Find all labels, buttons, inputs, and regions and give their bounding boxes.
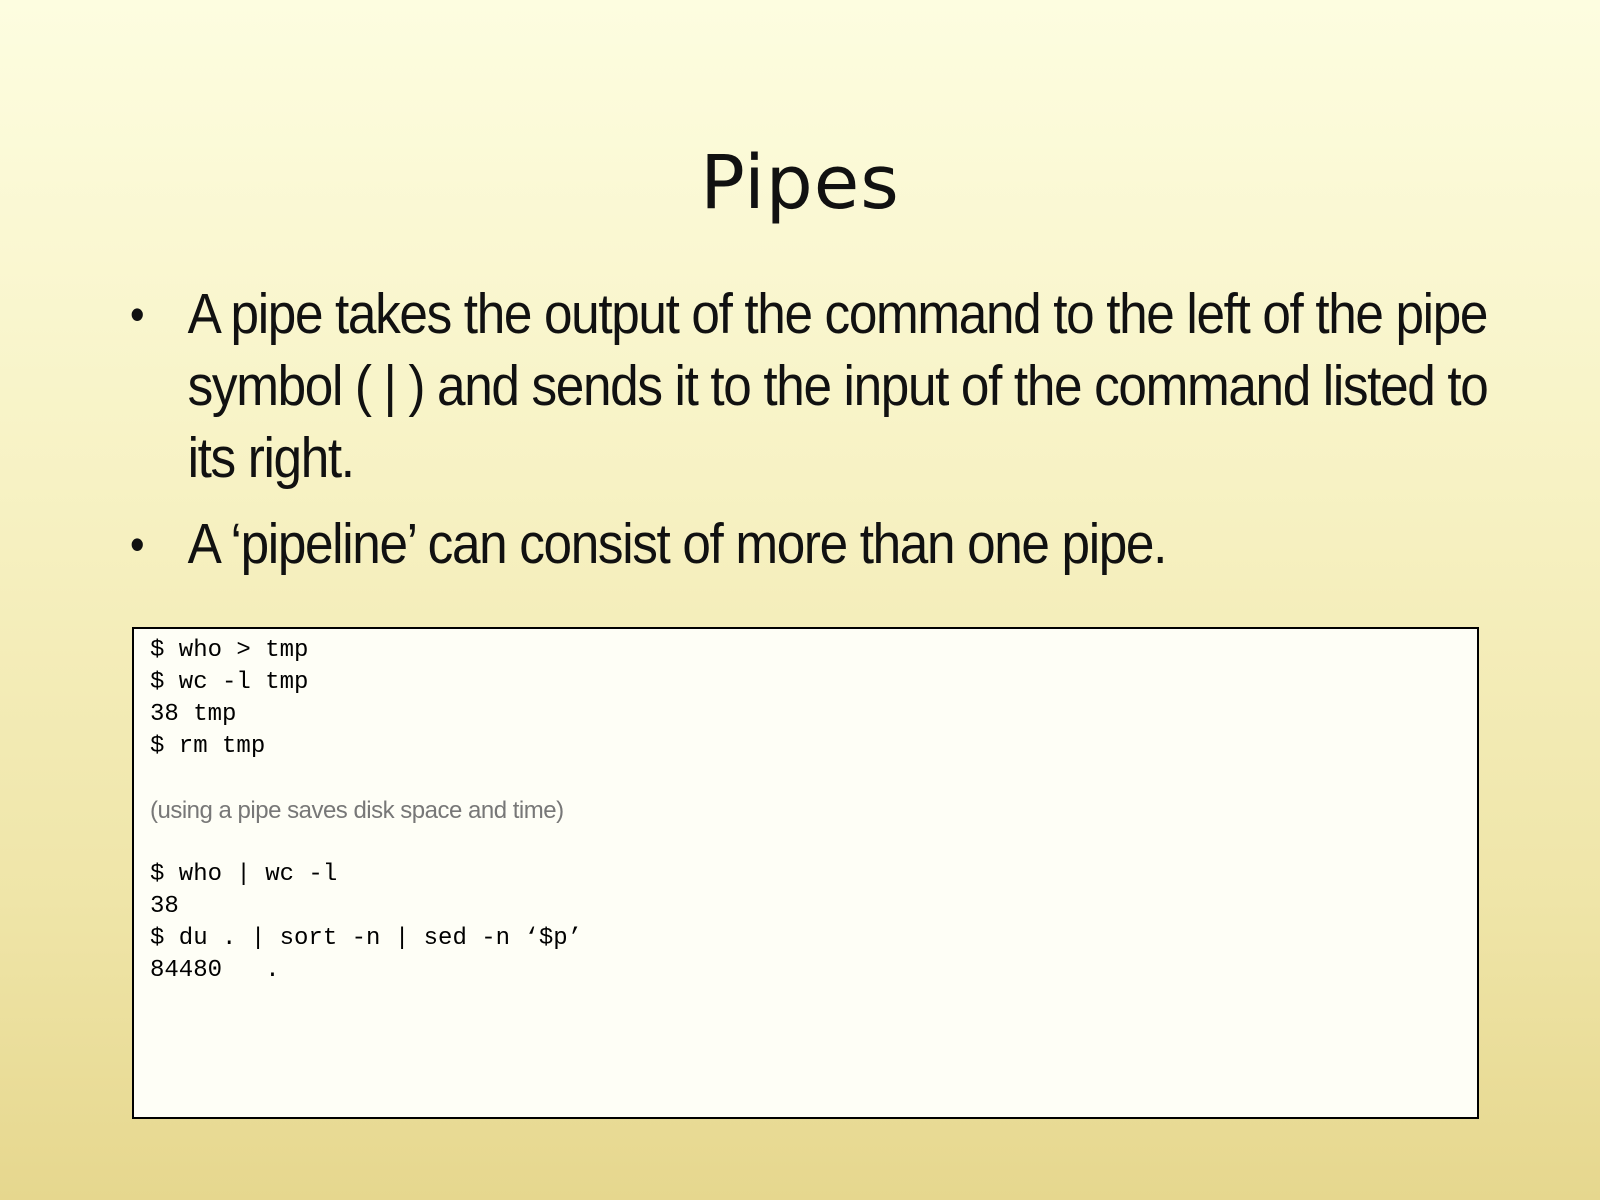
code-line: 84480 . xyxy=(150,957,280,984)
bullet-item: • A ‘pipeline’ can consist of more than … xyxy=(130,508,1538,580)
code-example-box: $ who > tmp $ wc -l tmp 38 tmp $ rm tmp … xyxy=(132,627,1479,1119)
code-line: $ rm tmp xyxy=(150,733,266,760)
code-blank-line xyxy=(150,827,1461,859)
code-line: $ who | wc -l xyxy=(150,861,338,888)
code-line: 38 tmp xyxy=(150,701,237,728)
code-line: $ wc -l tmp xyxy=(150,669,309,696)
code-line: 38 xyxy=(150,893,179,920)
bullet-text: A pipe takes the output of the command t… xyxy=(187,282,1489,490)
code-note: (using a pipe saves disk space and time) xyxy=(150,797,564,824)
code-blank-line xyxy=(150,763,1461,795)
bullet-item: • A pipe takes the output of the command… xyxy=(130,278,1538,494)
code-line: $ who > tmp xyxy=(150,637,309,664)
code-line: $ du . | sort -n | sed -n ‘$p’ xyxy=(150,925,583,952)
bullet-dot-icon: • xyxy=(130,518,144,570)
bullet-list: • A pipe takes the output of the command… xyxy=(130,278,1490,594)
bullet-dot-icon: • xyxy=(130,288,144,340)
bullet-text: A ‘pipeline’ can consist of more than on… xyxy=(187,512,1168,576)
slide-title: Pipes xyxy=(700,140,900,226)
